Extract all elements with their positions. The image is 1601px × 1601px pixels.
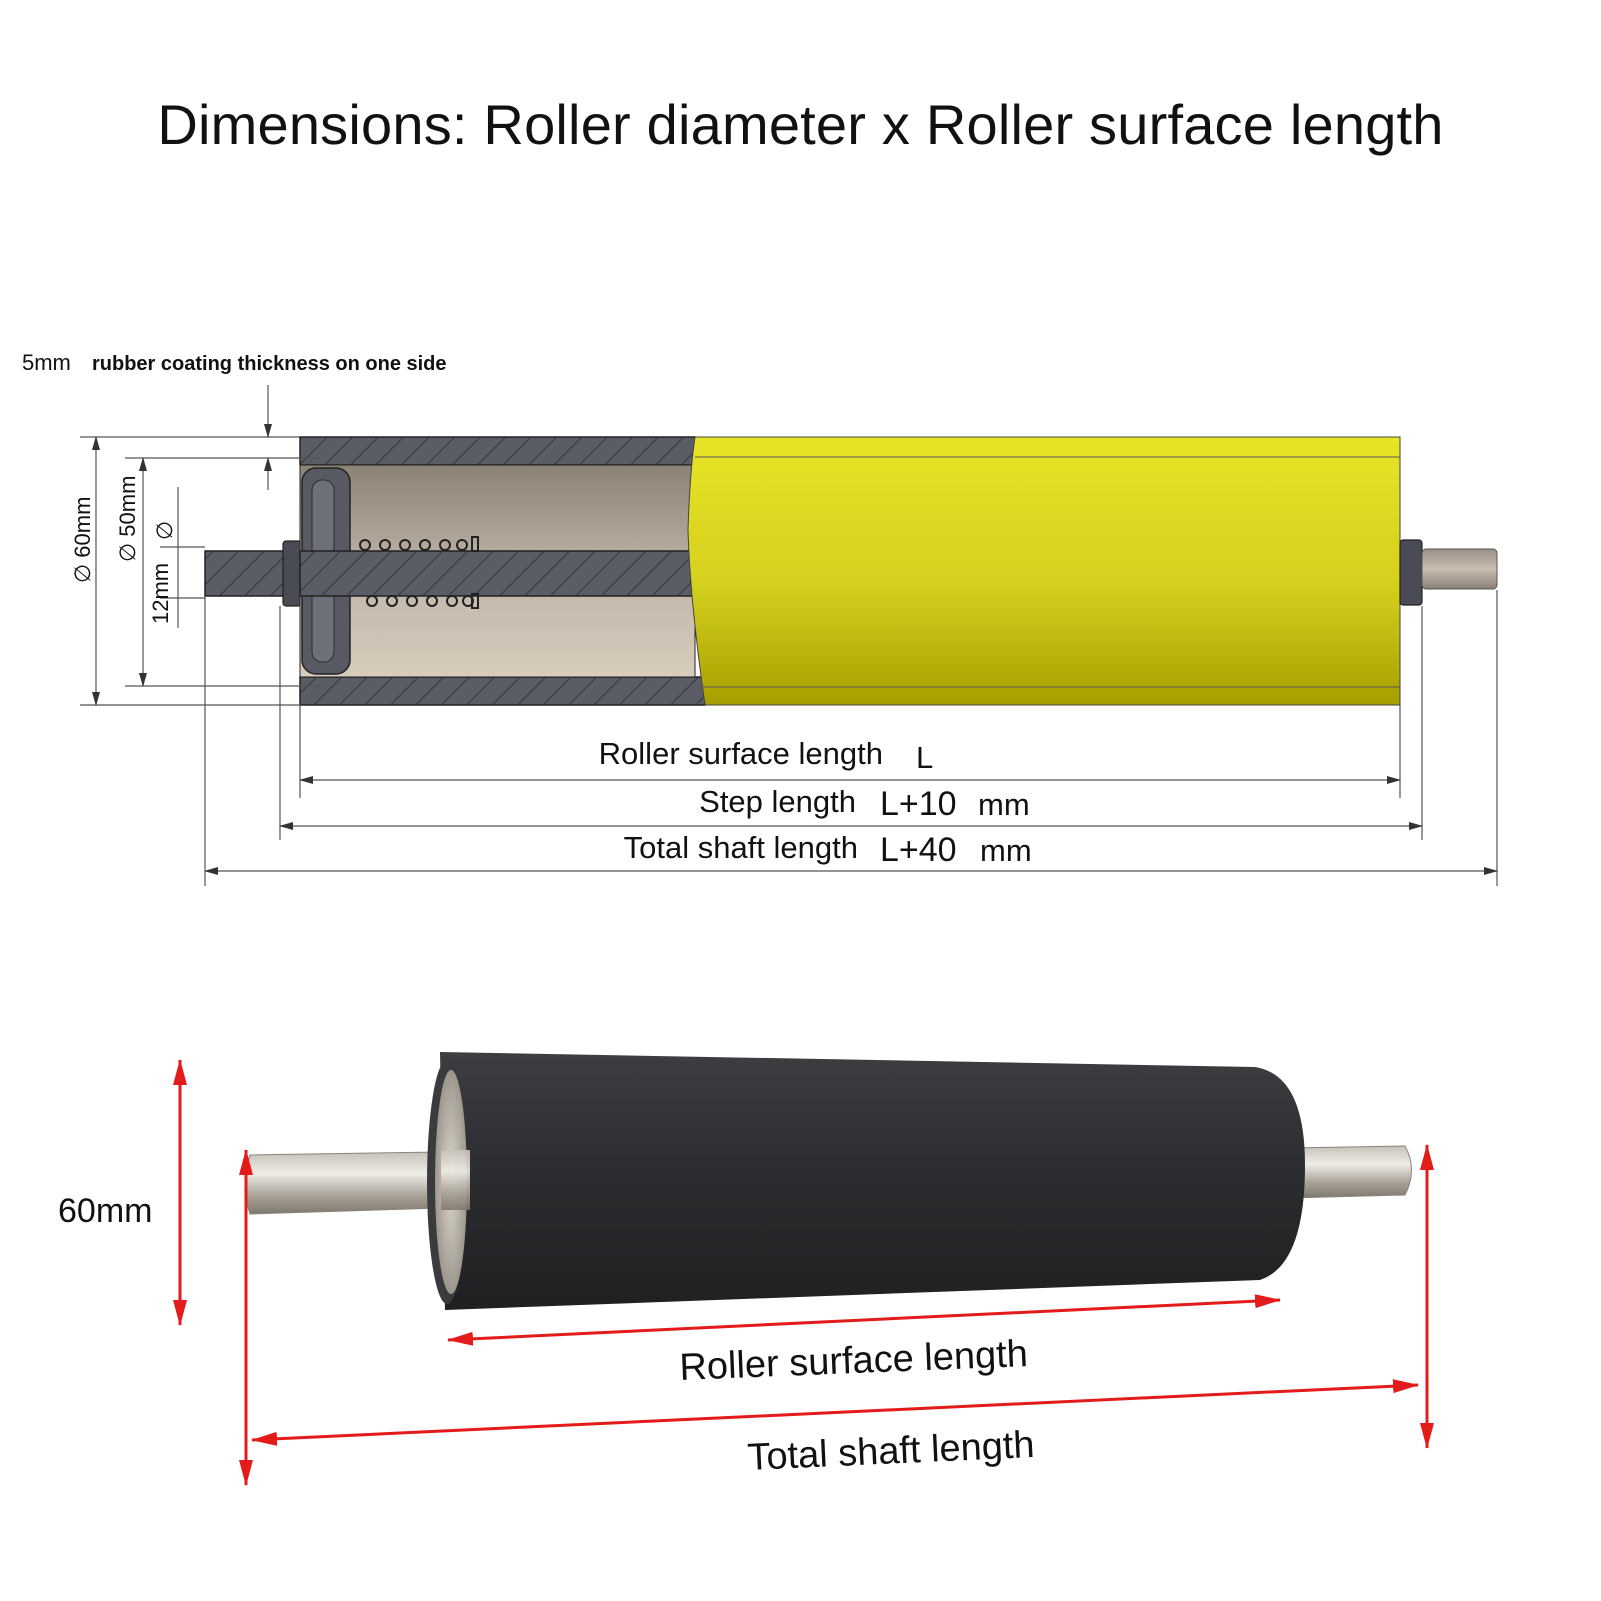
photo-total-shaft-length-label: Total shaft length <box>747 1424 1036 1479</box>
surface-length-label: Roller surface length <box>599 736 883 771</box>
step-length-unit: mm <box>978 787 1030 822</box>
photo-diameter-label: 60mm <box>58 1192 152 1230</box>
photo-surface-length-label: Roller surface length <box>679 1333 1029 1389</box>
step-length-value: L+10 <box>880 785 957 823</box>
coating-thickness-value: 5mm <box>22 350 71 375</box>
step-length-label: Step length <box>699 784 856 819</box>
cross-section-drawing: 5mm rubber coating thickness on one side… <box>22 350 1498 886</box>
total-shaft-length-unit: mm <box>980 833 1032 868</box>
page-title: Dimensions: Roller diameter x Roller sur… <box>157 93 1444 156</box>
shaft-diameter-value: 12mm <box>148 563 173 624</box>
right-shaft-stub <box>1421 548 1498 590</box>
shaft-diameter-symbol: ∅ <box>152 521 177 540</box>
total-shaft-length-arrow <box>251 1379 1419 1446</box>
inner-diameter-label: ∅ 50mm <box>115 476 140 562</box>
tube-section-top <box>299 436 696 466</box>
coating-thickness-text: rubber coating thickness on one side <box>92 353 447 375</box>
black-roller-body <box>440 1052 1305 1310</box>
black-roller-right-shaft <box>1289 1145 1412 1199</box>
surface-length-value: L <box>916 740 933 775</box>
black-roller-illustration <box>244 1052 1412 1310</box>
total-shaft-length-value: L+40 <box>880 831 957 869</box>
tube-section-bottom <box>299 676 706 706</box>
yellow-rubber-roller <box>687 436 1401 706</box>
photo-dimension-arrows <box>173 1059 1434 1486</box>
spring-coils <box>359 536 479 609</box>
left-shaft-collar <box>282 540 302 607</box>
left-shaft-stub <box>204 550 286 597</box>
right-shaft-collar <box>1399 539 1423 606</box>
outer-diameter-label: ∅ 60mm <box>70 497 95 583</box>
black-roller-left-shaft <box>244 1151 441 1215</box>
inner-shaft-section <box>299 550 696 597</box>
total-shaft-length-label: Total shaft length <box>624 830 858 865</box>
surface-length-arrow <box>447 1294 1281 1346</box>
